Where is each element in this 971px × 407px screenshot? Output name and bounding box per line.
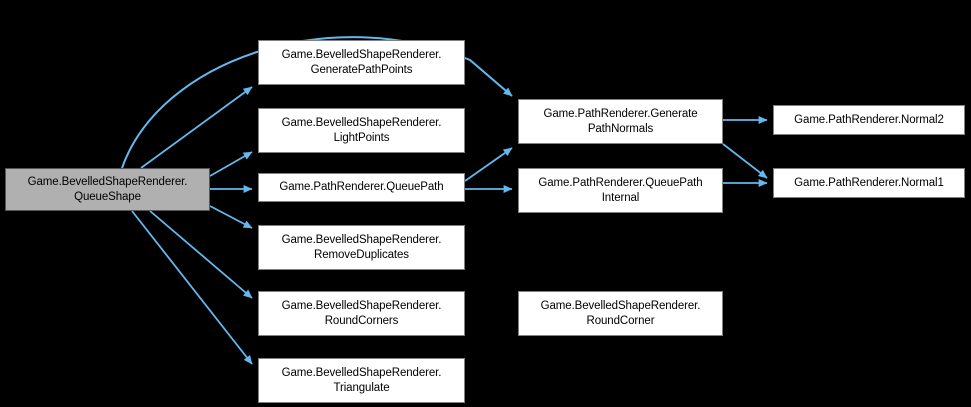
graph-node-label: Game.PathRenderer.Normal1 xyxy=(794,176,944,189)
graph-node-queueShape[interactable]: Game.BevelledShapeRenderer. QueueShape xyxy=(5,168,210,211)
graph-node-queuePathInternal[interactable]: Game.PathRenderer.QueuePath Internal xyxy=(518,168,723,213)
graph-node-label: Game.BevelledShapeRenderer. RoundCorner xyxy=(540,300,701,327)
graph-node-generatePathNormals[interactable]: Game.PathRenderer.Generate PathNormals xyxy=(518,99,723,144)
graph-node-normal2[interactable]: Game.PathRenderer.Normal2 xyxy=(773,105,965,135)
edge-queueShape-to-roundCorners xyxy=(149,210,253,299)
graph-node-generatePathPoints[interactable]: Game.BevelledShapeRenderer. GeneratePath… xyxy=(258,40,465,85)
graph-node-label: Game.BevelledShapeRenderer. GeneratePath… xyxy=(281,49,442,76)
graph-node-label: Game.BevelledShapeRenderer. RemoveDuplic… xyxy=(281,234,442,261)
graph-node-queuePath[interactable]: Game.PathRenderer.QueuePath xyxy=(258,173,465,202)
graph-node-removeDuplicates[interactable]: Game.BevelledShapeRenderer. RemoveDuplic… xyxy=(258,225,465,270)
graph-node-normal1[interactable]: Game.PathRenderer.Normal1 xyxy=(773,168,965,198)
graph-node-label: Game.BevelledShapeRenderer. QueueShape xyxy=(27,176,188,203)
graph-node-label: Game.PathRenderer.QueuePath Internal xyxy=(538,177,703,204)
graph-node-roundCorners[interactable]: Game.BevelledShapeRenderer. RoundCorners xyxy=(258,291,465,336)
edge-queueShape-to-lightPoints xyxy=(209,151,253,177)
edge-queueShape-to-generatePathPoints xyxy=(140,86,253,169)
graph-node-label: Game.PathRenderer.QueuePath xyxy=(279,181,444,194)
edge-queueShape-to-removeDuplicates xyxy=(209,205,253,229)
edge-queueShape-to-triangulate xyxy=(131,210,253,365)
graph-node-label: Game.BevelledShapeRenderer. LightPoints xyxy=(281,117,442,144)
graph-node-label: Game.PathRenderer.Normal2 xyxy=(794,113,944,126)
graph-node-lightPoints[interactable]: Game.BevelledShapeRenderer. LightPoints xyxy=(258,108,465,153)
graph-node-triangulate[interactable]: Game.BevelledShapeRenderer. Triangulate xyxy=(258,358,465,403)
graph-node-roundCorner[interactable]: Game.BevelledShapeRenderer. RoundCorner xyxy=(518,291,723,336)
graph-node-label: Game.BevelledShapeRenderer. RoundCorners xyxy=(281,300,442,327)
graph-node-label: Game.BevelledShapeRenderer. Triangulate xyxy=(281,367,442,394)
edge-generatePathNormals-to-normal1 xyxy=(722,143,768,179)
edge-queuePath-to-generatePathNormals xyxy=(464,147,513,182)
graph-node-label: Game.PathRenderer.Generate PathNormals xyxy=(543,108,698,135)
